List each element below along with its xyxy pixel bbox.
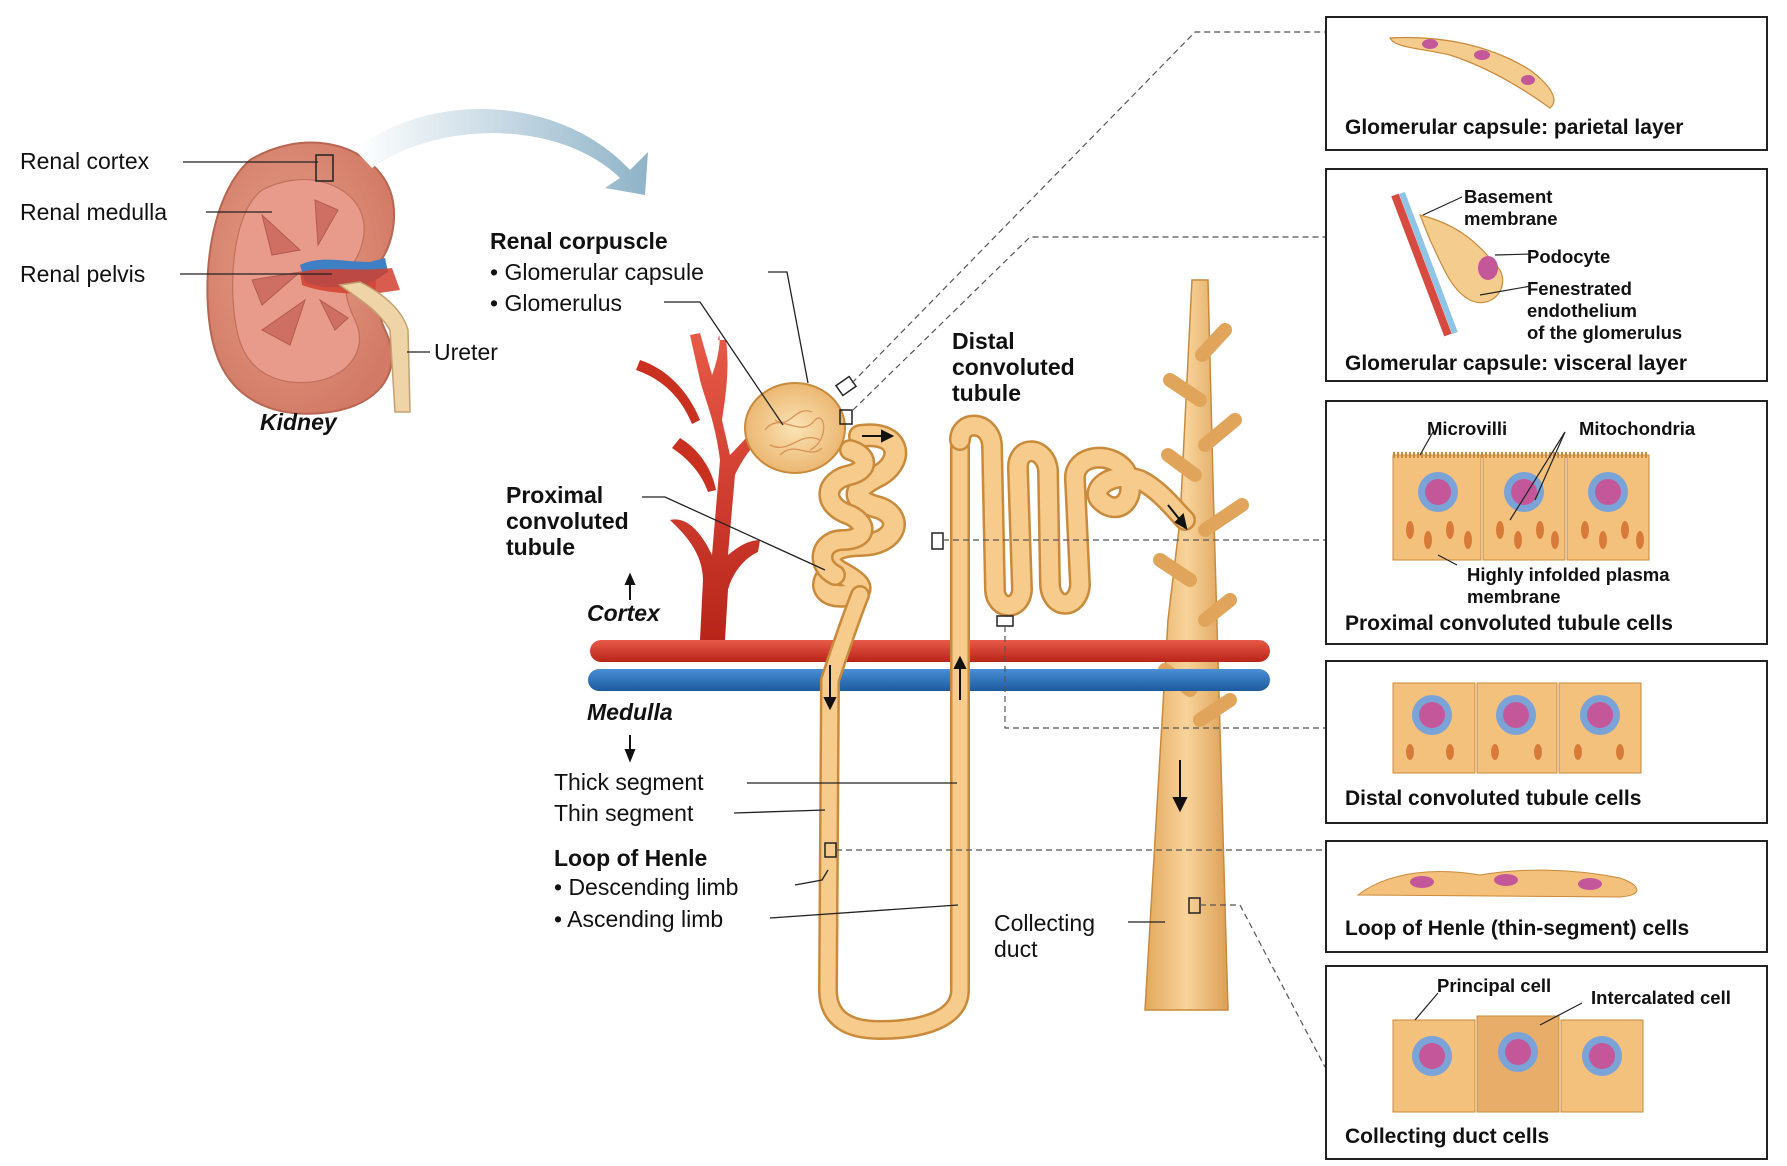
blood-vessels xyxy=(588,333,1270,691)
kidney-illustration xyxy=(206,141,411,415)
label-loop-of-henle: Loop of Henle xyxy=(554,845,708,871)
label-renal-pelvis: Renal pelvis xyxy=(20,261,146,287)
dashed-connectors xyxy=(836,31,1326,1068)
label-microvilli: Microvilli xyxy=(1427,418,1508,439)
zoom-arrow xyxy=(355,108,648,195)
label-medulla: Medulla xyxy=(587,699,673,725)
label-renal-cortex: Renal cortex xyxy=(20,148,150,174)
flow-arrows xyxy=(624,429,1188,813)
label-renal-medulla: Renal medulla xyxy=(20,199,168,225)
label-cortex: Cortex xyxy=(587,600,660,626)
label-renal-corpuscle: Renal corpuscle xyxy=(490,228,668,254)
label-principal: Principal cell xyxy=(1437,975,1552,996)
label-thin-segment: Thin segment xyxy=(554,800,694,826)
panel-collecting-cells: Principal cell Intercalated cell Collect… xyxy=(1325,965,1768,1160)
panel-title: Distal convoluted tubule cells xyxy=(1345,787,1642,810)
panel-title: Glomerular capsule: visceral layer xyxy=(1345,352,1688,375)
label-ureter: Ureter xyxy=(434,339,498,365)
label-thick-segment: Thick segment xyxy=(554,769,704,795)
nephron-tubule xyxy=(811,414,1196,1040)
leader-lines xyxy=(180,161,1165,923)
label-intercalated: Intercalated cell xyxy=(1591,987,1731,1008)
panel-title: Glomerular capsule: parietal layer xyxy=(1345,116,1684,139)
label-mitochondria: Mitochondria xyxy=(1579,418,1696,439)
renal-corpuscle-illustration xyxy=(744,375,858,474)
panel-proximal-cells: Microvilli Mitochondria Highly infolded … xyxy=(1325,400,1768,645)
panel-distal-cells: Distal convoluted tubule cells xyxy=(1325,660,1768,824)
panel-henle-cells: Loop of Henle (thin-segment) cells xyxy=(1325,840,1768,953)
panel-title: Collecting duct cells xyxy=(1345,1125,1550,1148)
label-podocyte: Podocyte xyxy=(1527,246,1611,267)
label-glomerulus: • Glomerulus xyxy=(490,290,623,316)
panel-parietal-layer: Glomerular capsule: parietal layer xyxy=(1325,16,1768,151)
label-ascending-limb: • Ascending limb xyxy=(554,906,724,932)
label-kidney: Kidney xyxy=(260,409,337,435)
panel-title: Loop of Henle (thin-segment) cells xyxy=(1345,917,1690,940)
label-glomerular-capsule: • Glomerular capsule xyxy=(490,259,704,285)
panel-title: Proximal convoluted tubule cells xyxy=(1345,612,1673,635)
label-descending-limb: • Descending limb xyxy=(554,874,739,900)
